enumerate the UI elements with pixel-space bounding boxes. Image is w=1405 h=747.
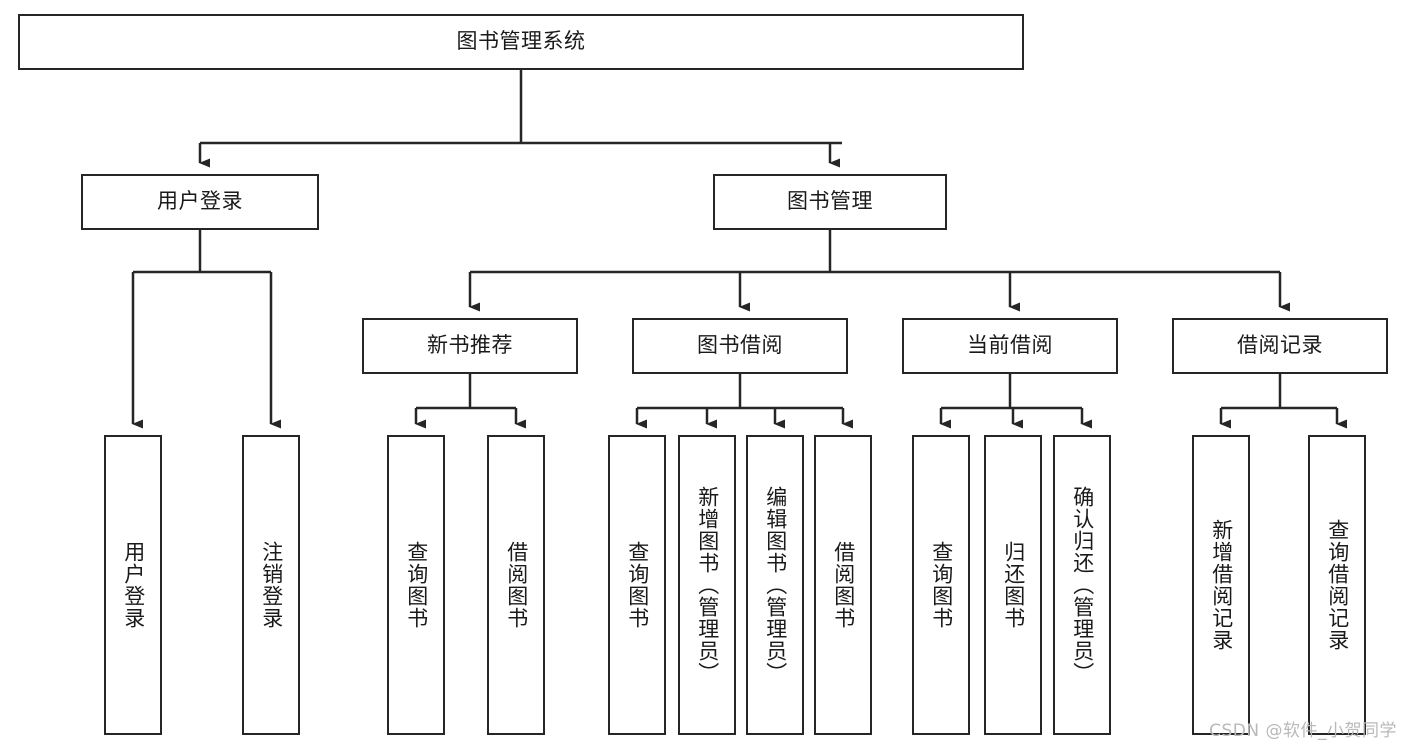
node-current-borrow[interactable]: 当前借阅	[902, 318, 1118, 374]
node-book-management-label: 图书管理	[787, 189, 873, 214]
node-leaf-query-books-current[interactable]: 查询图书	[912, 435, 970, 735]
node-leaf-edit-book-label: 编辑图书（管理员）	[763, 486, 788, 684]
node-leaf-query-books-current-label: 查询图书	[929, 541, 954, 629]
node-leaf-logout-label: 注销登录	[259, 541, 284, 629]
node-leaf-add-book[interactable]: 新增图书（管理员）	[678, 435, 736, 735]
node-borrow-records-label: 借阅记录	[1237, 333, 1323, 358]
node-leaf-borrow-books-rec-label: 借阅图书	[504, 541, 529, 629]
node-leaf-add-record[interactable]: 新增借阅记录	[1192, 435, 1250, 735]
node-leaf-query-record[interactable]: 查询借阅记录	[1308, 435, 1366, 735]
node-leaf-user-login[interactable]: 用户登录	[104, 435, 162, 735]
node-leaf-borrow-book[interactable]: 借阅图书	[814, 435, 872, 735]
node-leaf-edit-book[interactable]: 编辑图书（管理员）	[746, 435, 804, 735]
node-leaf-return-book-label: 归还图书	[1001, 541, 1026, 629]
node-leaf-confirm-return-label: 确认归还（管理员）	[1070, 486, 1095, 684]
node-leaf-logout[interactable]: 注销登录	[242, 435, 300, 735]
node-leaf-return-book[interactable]: 归还图书	[984, 435, 1042, 735]
node-current-borrow-label: 当前借阅	[967, 333, 1053, 358]
node-book-management[interactable]: 图书管理	[713, 174, 947, 230]
node-leaf-add-record-label: 新增借阅记录	[1209, 519, 1234, 651]
node-leaf-add-book-label: 新增图书（管理员）	[695, 486, 720, 684]
node-borrow-records[interactable]: 借阅记录	[1172, 318, 1388, 374]
node-leaf-query-record-label: 查询借阅记录	[1325, 519, 1350, 651]
node-leaf-borrow-books-rec[interactable]: 借阅图书	[487, 435, 545, 735]
node-new-book-recommend[interactable]: 新书推荐	[362, 318, 578, 374]
node-leaf-query-books-rec[interactable]: 查询图书	[387, 435, 445, 735]
node-book-borrow[interactable]: 图书借阅	[632, 318, 848, 374]
node-user-login[interactable]: 用户登录	[81, 174, 319, 230]
node-leaf-query-books-borrow[interactable]: 查询图书	[608, 435, 666, 735]
node-root-label: 图书管理系统	[456, 29, 586, 54]
node-book-borrow-label: 图书借阅	[697, 333, 783, 358]
node-leaf-query-books-rec-label: 查询图书	[404, 541, 429, 629]
node-root[interactable]: 图书管理系统	[18, 14, 1024, 70]
node-leaf-query-books-borrow-label: 查询图书	[625, 541, 650, 629]
node-leaf-user-login-label: 用户登录	[121, 541, 146, 629]
node-new-book-recommend-label: 新书推荐	[427, 333, 513, 358]
node-leaf-borrow-book-label: 借阅图书	[831, 541, 856, 629]
node-leaf-confirm-return[interactable]: 确认归还（管理员）	[1053, 435, 1111, 735]
node-user-login-label: 用户登录	[157, 189, 243, 214]
